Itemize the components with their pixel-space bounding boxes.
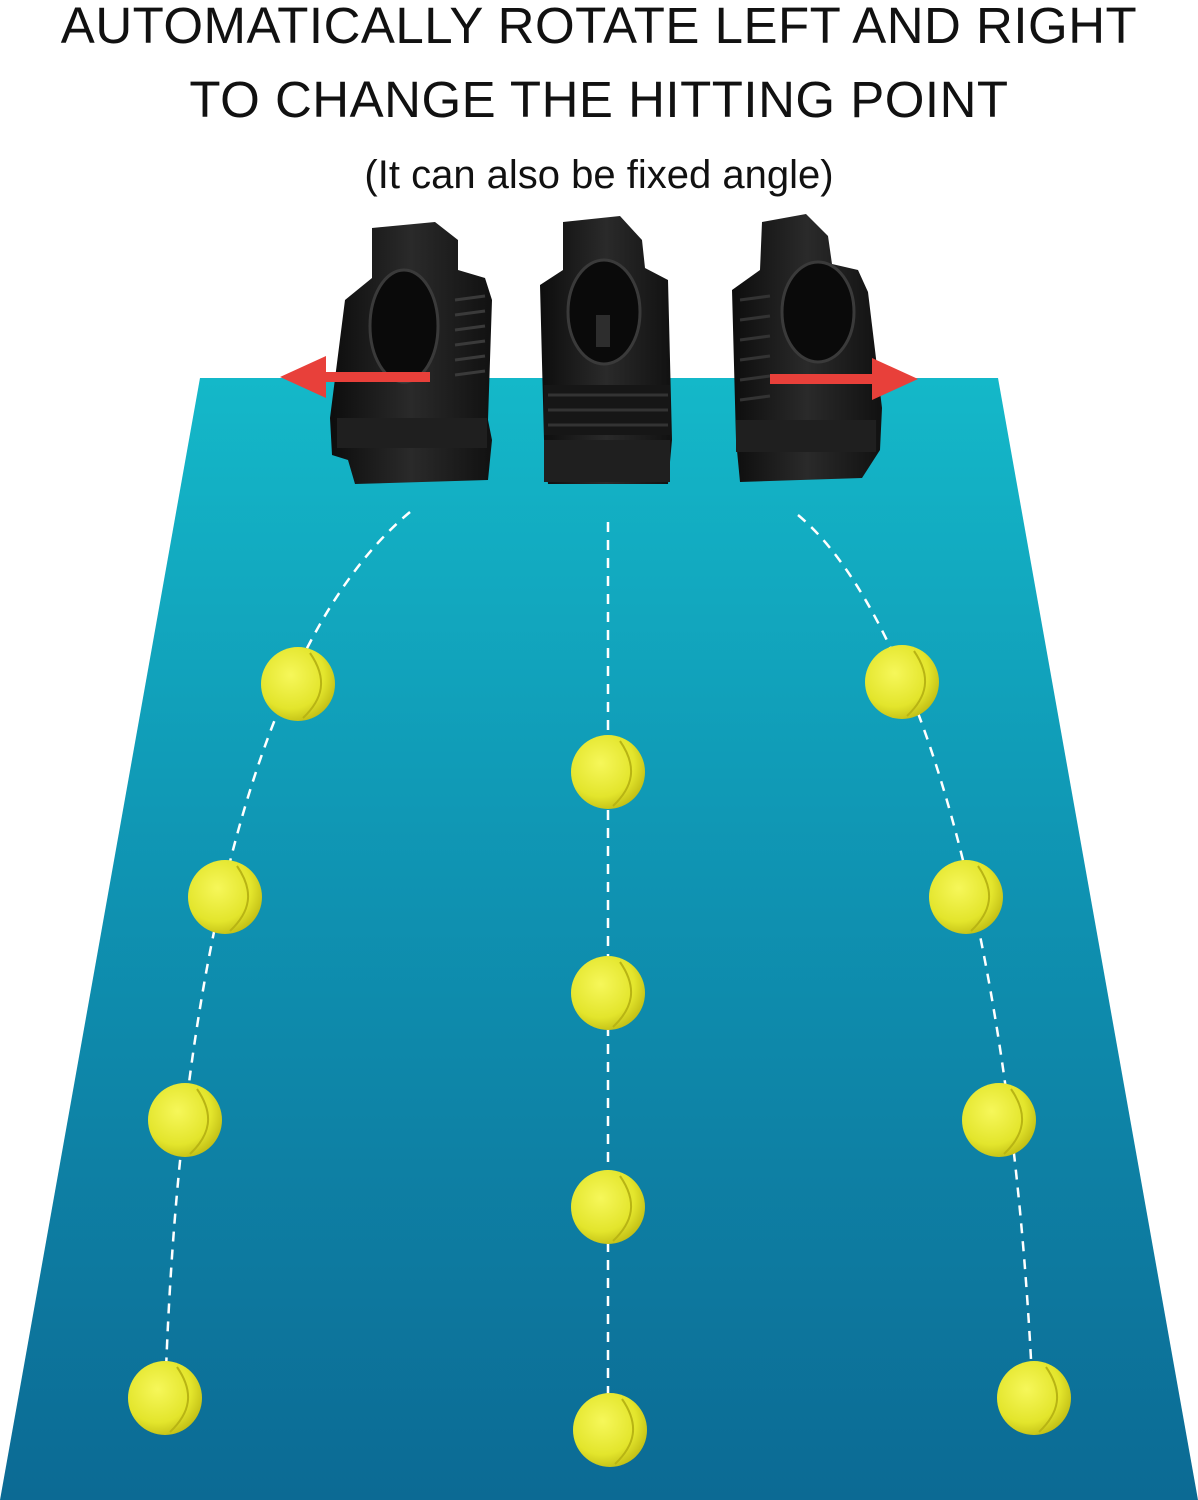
court-surface — [0, 378, 1198, 1500]
tennis-balls — [128, 645, 1071, 1467]
machine-right — [732, 214, 882, 482]
ball-machine-icon — [330, 214, 882, 484]
trajectory-left — [163, 511, 411, 1401]
tennis-ball-icon — [571, 1170, 645, 1244]
tennis-ball-icon — [571, 956, 645, 1030]
tennis-ball-icon — [997, 1361, 1071, 1435]
arrow-right-icon — [770, 358, 918, 400]
tennis-ball-icon — [261, 647, 335, 721]
arrow-left-icon — [280, 356, 430, 398]
machine-center — [540, 216, 672, 484]
headline-note: (It can also be fixed angle) — [364, 153, 834, 197]
tennis-ball-icon — [962, 1083, 1036, 1157]
tennis-ball-icon — [148, 1083, 222, 1157]
trajectory-paths — [163, 511, 1035, 1420]
headline-line-1: AUTOMATICALLY ROTATE LEFT AND RIGHT — [60, 0, 1138, 54]
headline-line-2: TO CHANGE THE HITTING POINT — [189, 71, 1009, 128]
tennis-ball-icon — [188, 860, 262, 934]
tennis-ball-icon — [929, 860, 1003, 934]
tennis-ball-icon — [865, 645, 939, 719]
tennis-ball-icon — [128, 1361, 202, 1435]
machine-left — [330, 222, 492, 484]
tennis-ball-icon — [573, 1393, 647, 1467]
trajectory-right — [797, 514, 1035, 1401]
tennis-ball-icon — [571, 735, 645, 809]
